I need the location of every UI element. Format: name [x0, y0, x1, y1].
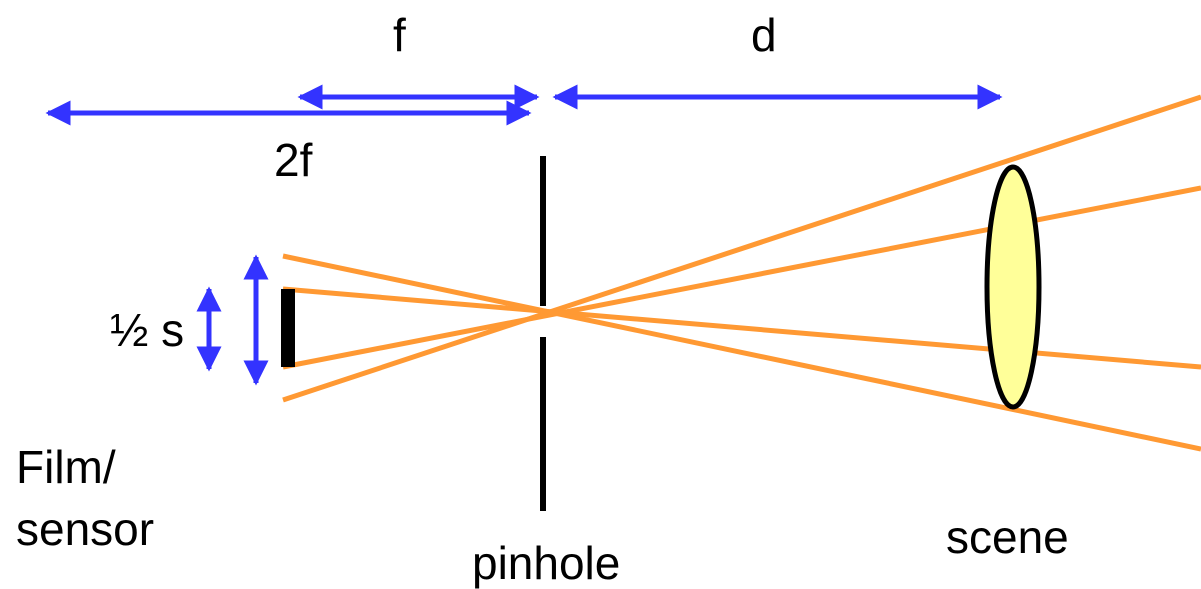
label-f: f: [393, 9, 406, 61]
label-d: d: [751, 9, 777, 61]
ray-bottom-outer: [282, 253, 1201, 452]
label-half-s: ½ s: [110, 304, 185, 356]
film-sensor: [281, 289, 295, 367]
light-rays: [282, 94, 1201, 452]
scene-object: [984, 164, 1042, 410]
ray-top-inner: [282, 185, 1201, 370]
label-film-sensor-line2: sensor: [16, 503, 155, 555]
label-scene: scene: [946, 511, 1069, 563]
ray-top-outer: [282, 94, 1201, 403]
label-pinhole: pinhole: [472, 537, 621, 589]
label-2f: 2f: [274, 134, 313, 186]
ray-bottom-inner: [282, 286, 1201, 370]
dimension-arrows: [45, 84, 1003, 386]
label-film-sensor-line1: Film/: [16, 441, 116, 493]
